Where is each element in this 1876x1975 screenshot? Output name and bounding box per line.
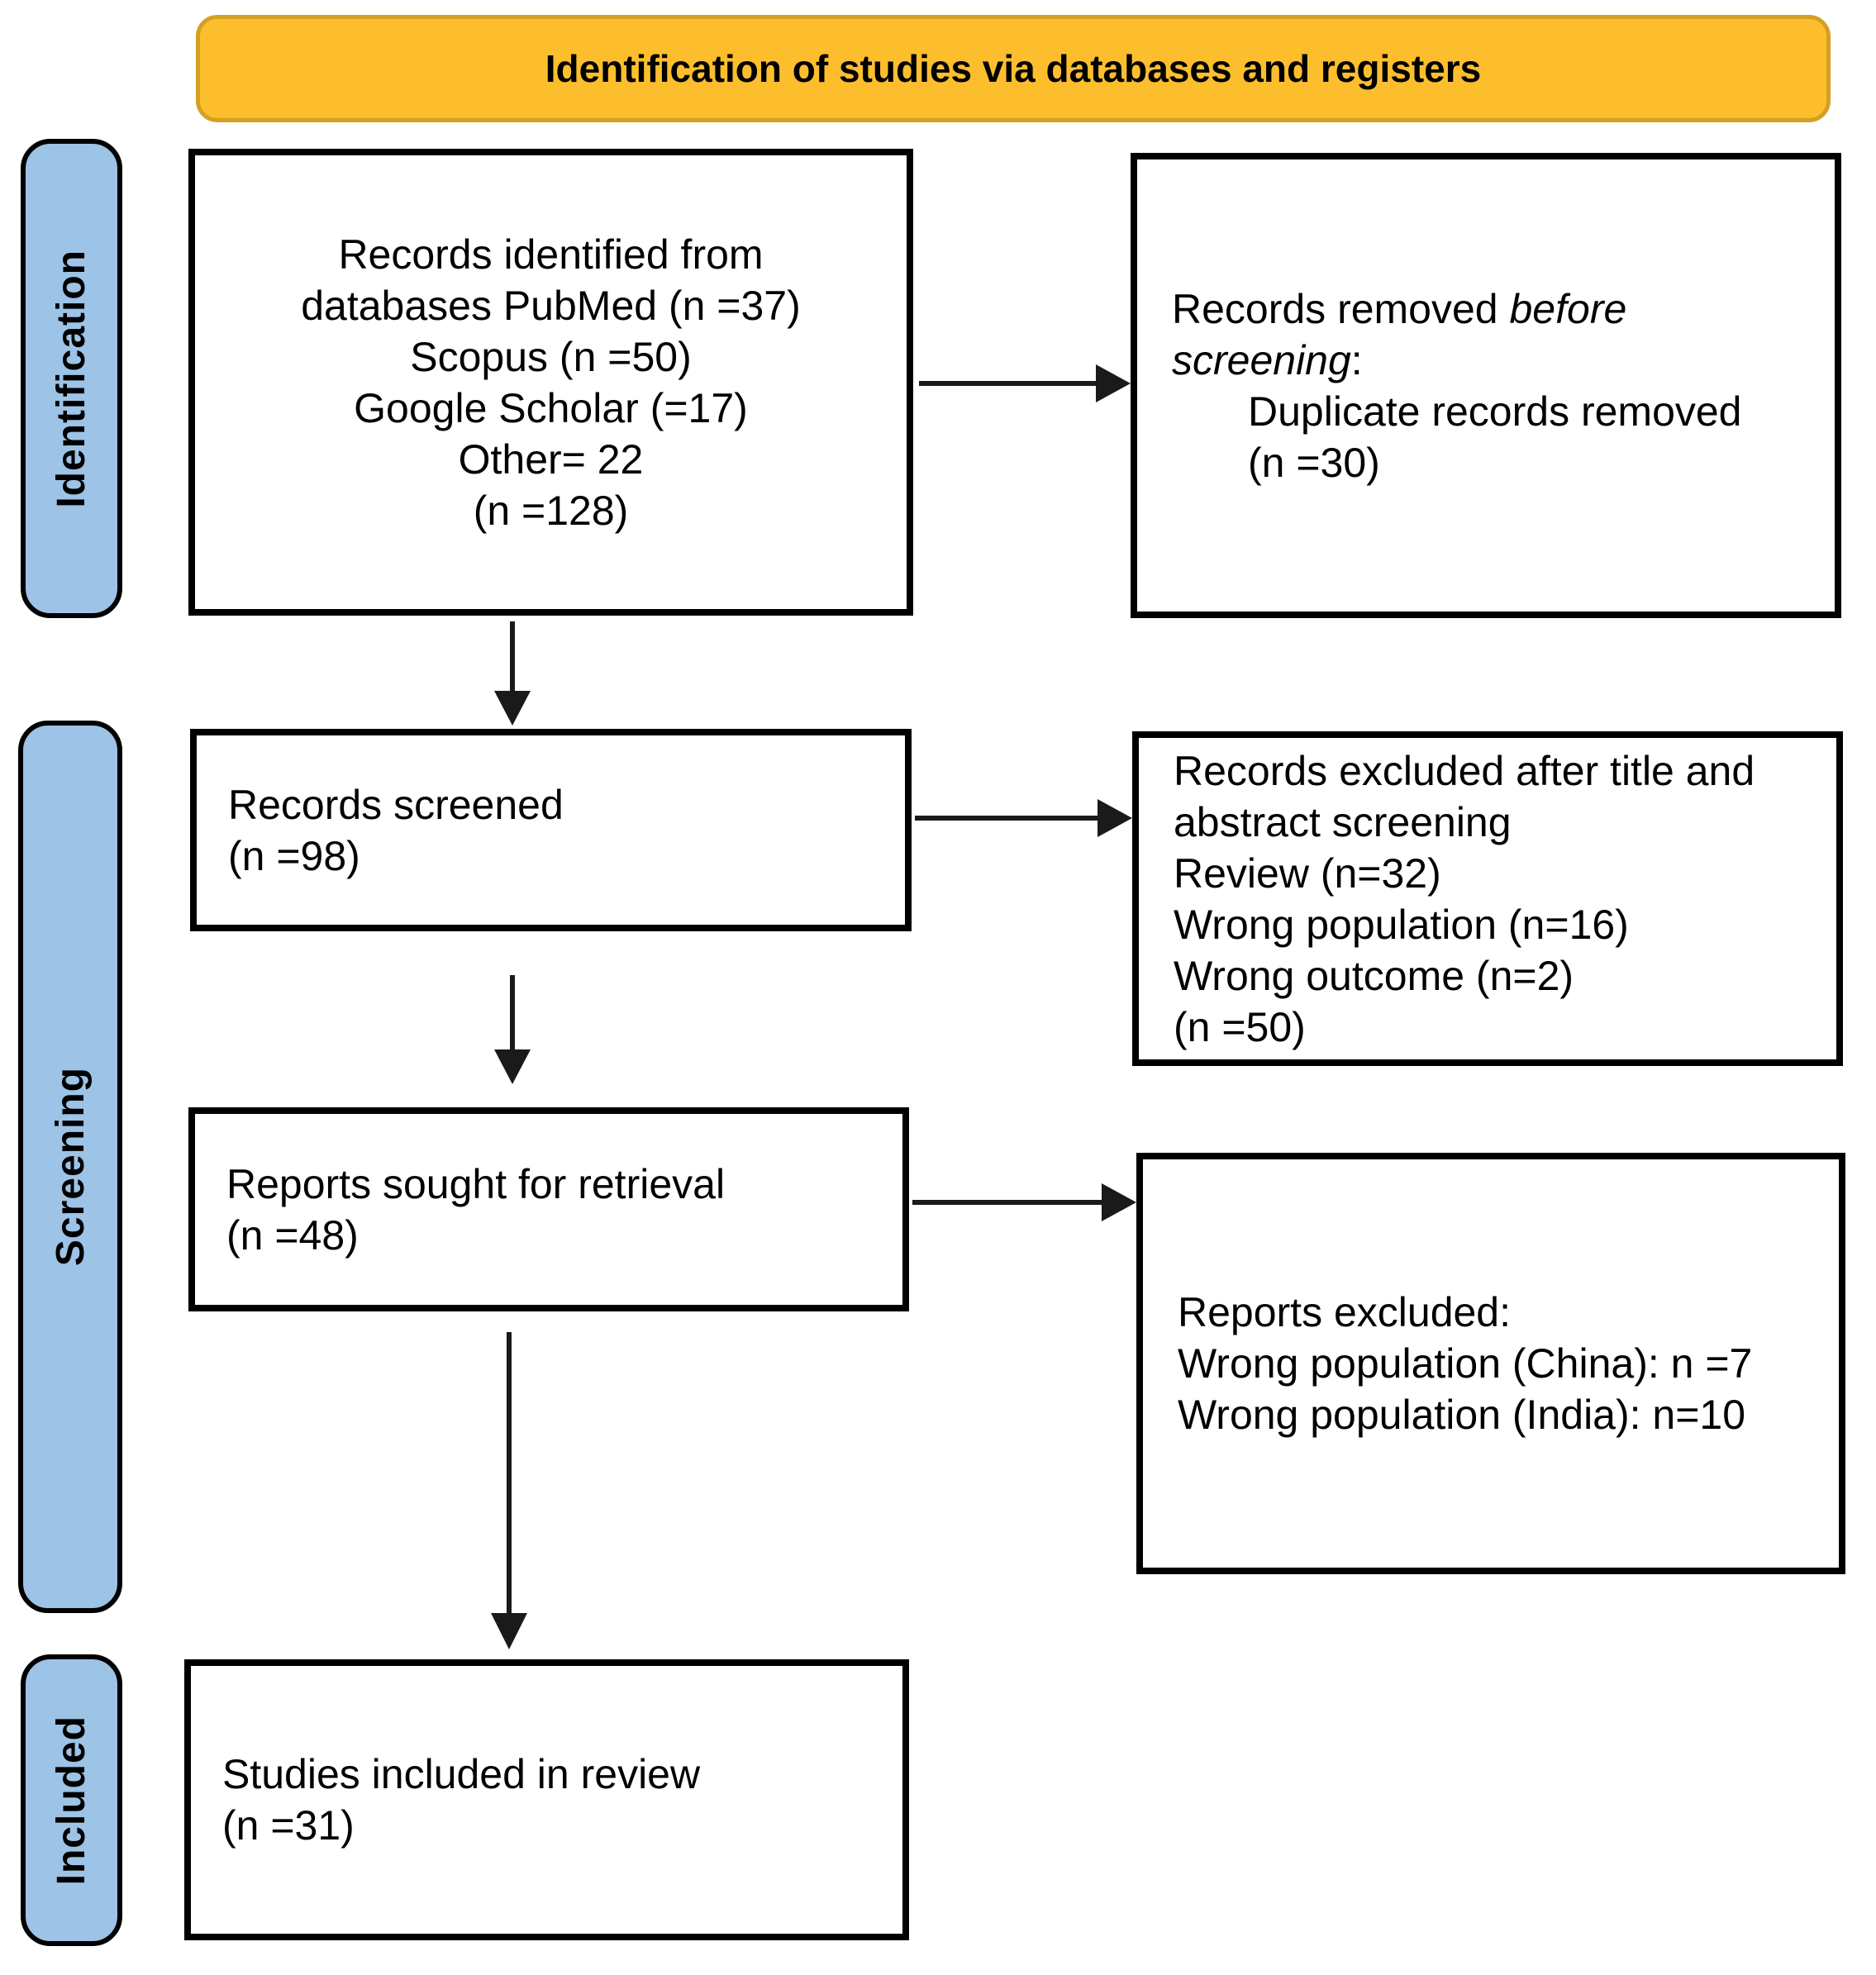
box-line: databases PubMed (n =37): [301, 282, 801, 329]
arrow-screened-to-sought: [494, 975, 531, 1084]
arrow-identified-to-removed: [919, 364, 1131, 402]
box-line: Records removed before: [1172, 285, 1627, 332]
box-line: (n =50): [1174, 1003, 1306, 1050]
diagram-title: Identification of studies via databases …: [545, 47, 1482, 90]
box-line: (n =30): [1248, 439, 1380, 486]
box-line: Wrong population (India): n=10: [1178, 1392, 1746, 1438]
box-line: (n =31): [222, 1802, 355, 1849]
box-line: screening:: [1172, 336, 1363, 383]
box-line: abstract screening: [1174, 798, 1512, 845]
stage-label-included: Included: [21, 1654, 122, 1946]
arrow-screened-to-excluded: [915, 799, 1132, 837]
stage-label-included-text: Included: [50, 1715, 93, 1886]
box-line: Records excluded after title and: [1174, 747, 1755, 794]
box-line: Google Scholar (=17): [354, 384, 748, 431]
box-reports-excluded: Reports excluded: Wrong population (Chin…: [1136, 1153, 1845, 1574]
box-records-excluded: Records excluded after title and abstrac…: [1132, 731, 1843, 1066]
box-line: Studies included in review: [222, 1751, 701, 1797]
box-records-identified: Records identified from databases PubMed…: [188, 149, 913, 616]
box-line: (n =128): [473, 487, 629, 534]
box-line: Other= 22: [458, 435, 644, 483]
arrow-sought-to-included: [491, 1332, 527, 1649]
box-records-screened: Records screened (n =98): [190, 729, 912, 931]
box-line: (n =48): [226, 1211, 359, 1259]
stage-label-screening-text: Screening: [48, 1067, 93, 1267]
box-records-removed: Records removed before screening: Duplic…: [1131, 153, 1841, 618]
diagram-title-banner: Identification of studies via databases …: [196, 15, 1831, 122]
box-studies-included: Studies included in review (n =31): [184, 1659, 909, 1940]
box-reports-sought: Reports sought for retrieval (n =48): [188, 1107, 909, 1311]
stage-label-identification-text: Identification: [50, 249, 93, 508]
stage-label-identification: Identification: [21, 139, 122, 618]
box-line: Records identified from: [338, 231, 764, 278]
box-line: Reports excluded:: [1178, 1289, 1512, 1335]
box-line: Duplicate records removed: [1248, 388, 1742, 435]
stage-label-screening: Screening: [18, 721, 122, 1613]
box-line: Scopus (n =50): [410, 333, 692, 380]
box-line: Wrong population (n=16): [1174, 901, 1629, 948]
box-line: (n =98): [228, 832, 360, 879]
box-line: Review (n=32): [1174, 849, 1441, 897]
box-line: Reports sought for retrieval: [226, 1160, 726, 1207]
arrow-identified-to-screened: [494, 621, 531, 726]
box-line: Records screened: [228, 781, 564, 828]
box-line: Wrong population (China): n =7: [1178, 1340, 1753, 1387]
box-line: Wrong outcome (n=2): [1174, 952, 1574, 999]
arrow-sought-to-reports-excluded: [912, 1183, 1136, 1221]
